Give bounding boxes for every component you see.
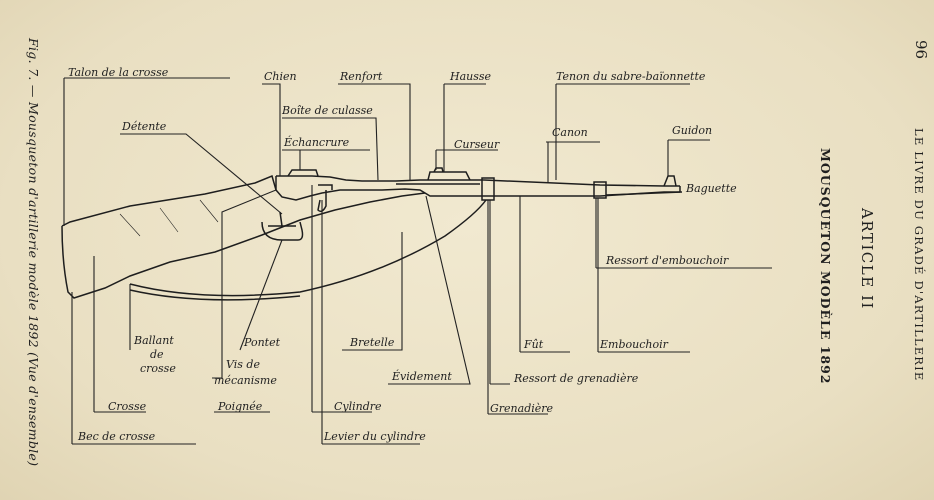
label-bec: Bec de crosse (77, 430, 156, 443)
leader-talon (63, 77, 230, 226)
leader-lines (63, 77, 772, 445)
leader-levier (321, 200, 420, 445)
label-vis: Vis de (226, 358, 260, 371)
leader-vis (212, 189, 277, 379)
label-crosse: Crosse (108, 400, 147, 413)
label-grenadiere: Grenadière (490, 402, 554, 415)
leader-echancrure (282, 149, 370, 170)
leader-bretelle (342, 232, 403, 351)
label-poignee: Poignée (217, 400, 263, 413)
leader-grenadiere (487, 200, 548, 415)
receiver (275, 175, 440, 190)
leader-tenon (555, 83, 690, 180)
leader-canon (546, 141, 600, 182)
leader-evidement (388, 195, 471, 385)
stock-hatch (119, 199, 219, 237)
leader-chien (262, 83, 281, 176)
leader-ressort-emb (595, 198, 772, 269)
rear-sight (427, 167, 471, 181)
stock-outline (61, 174, 440, 299)
label-cylindre: Cylindre (334, 400, 382, 413)
leader-renfort (338, 83, 411, 181)
leader-hausse (443, 83, 486, 172)
leader-embouchoir (597, 198, 690, 353)
leader-boite (282, 117, 379, 181)
label-baguette: Baguette (685, 182, 737, 195)
part-labels: Talon de la crosse Chien Renfort Hausse … (68, 66, 737, 443)
leader-ressort-gren (489, 200, 510, 385)
label-ballant: Ballant (133, 334, 174, 347)
label-guidon: Guidon (672, 124, 712, 137)
label-detente: Détente (121, 120, 167, 133)
leader-detente (120, 133, 283, 215)
label-boite: Boîte de culasse (281, 104, 373, 117)
sling-lower (129, 289, 301, 301)
leader-cylindre (311, 185, 372, 413)
label-curseur: Curseur (454, 138, 500, 151)
label-levier: Levier du cylindre (323, 430, 426, 443)
label-embouchoir: Embouchoir (599, 338, 669, 351)
label-fut: Fût (523, 338, 544, 351)
label-ballant-crosse: crosse (140, 362, 176, 375)
label-chien: Chien (264, 70, 297, 83)
label-mecanisme: mécanisme (214, 374, 277, 387)
label-hausse: Hausse (449, 70, 492, 83)
label-tenon: Tenon du sabre-baïonnette (556, 70, 706, 83)
label-talon: Talon de la crosse (68, 66, 169, 79)
front-sight (663, 175, 677, 187)
label-renfort: Renfort (339, 70, 383, 83)
leader-crosse (93, 256, 146, 413)
label-evidement: Évidement (391, 369, 452, 383)
label-ressort-embouchoir: Ressort d'embouchoir (605, 254, 729, 267)
trigger (279, 211, 283, 227)
rifle-drawing (61, 167, 683, 301)
sling (129, 199, 487, 297)
label-canon: Canon (552, 126, 588, 139)
label-bretelle: Bretelle (349, 336, 395, 349)
leader-curseur (435, 149, 498, 170)
leader-guidon (667, 139, 710, 176)
leader-fut (519, 196, 570, 353)
nose-cap (593, 181, 607, 199)
label-pontet: Pontet (243, 336, 281, 349)
leader-bec (71, 292, 196, 445)
cleaning-rod (605, 191, 683, 196)
label-ballant-de: de (150, 348, 164, 361)
label-echancrure: Échancrure (283, 135, 350, 149)
label-ressort-grenadiere: Ressort de grenadière (513, 372, 639, 385)
leader-pontet (239, 239, 283, 351)
